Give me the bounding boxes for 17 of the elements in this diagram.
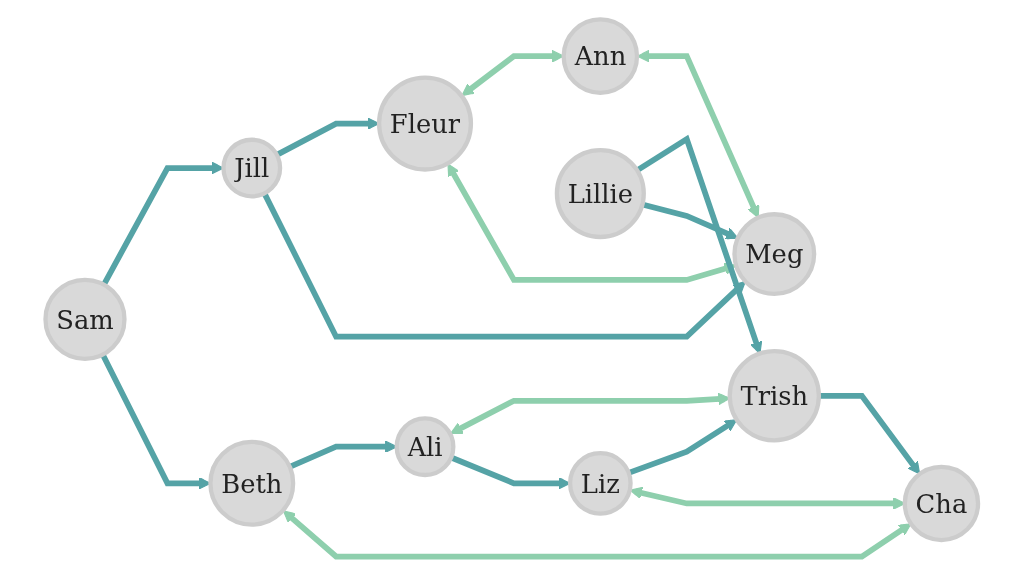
node-circle (727, 349, 822, 443)
node-circle (732, 212, 817, 297)
arrow (447, 163, 737, 283)
arrow (819, 392, 921, 475)
node-circle (221, 137, 283, 199)
network-diagram: Sam Jill Fleur Ann Ali Trish Lillie Meg Beth Liz Cha (34, 8, 990, 568)
node-circle (555, 147, 647, 240)
arrow (628, 419, 738, 476)
node-circle (208, 439, 296, 527)
node-circle (561, 17, 640, 95)
arrow (262, 192, 747, 340)
node-circle (43, 277, 127, 361)
node-circle (377, 75, 474, 172)
node-circle (394, 416, 456, 478)
node-circle (902, 464, 981, 543)
arrow (283, 510, 912, 560)
node-circle (568, 450, 633, 516)
